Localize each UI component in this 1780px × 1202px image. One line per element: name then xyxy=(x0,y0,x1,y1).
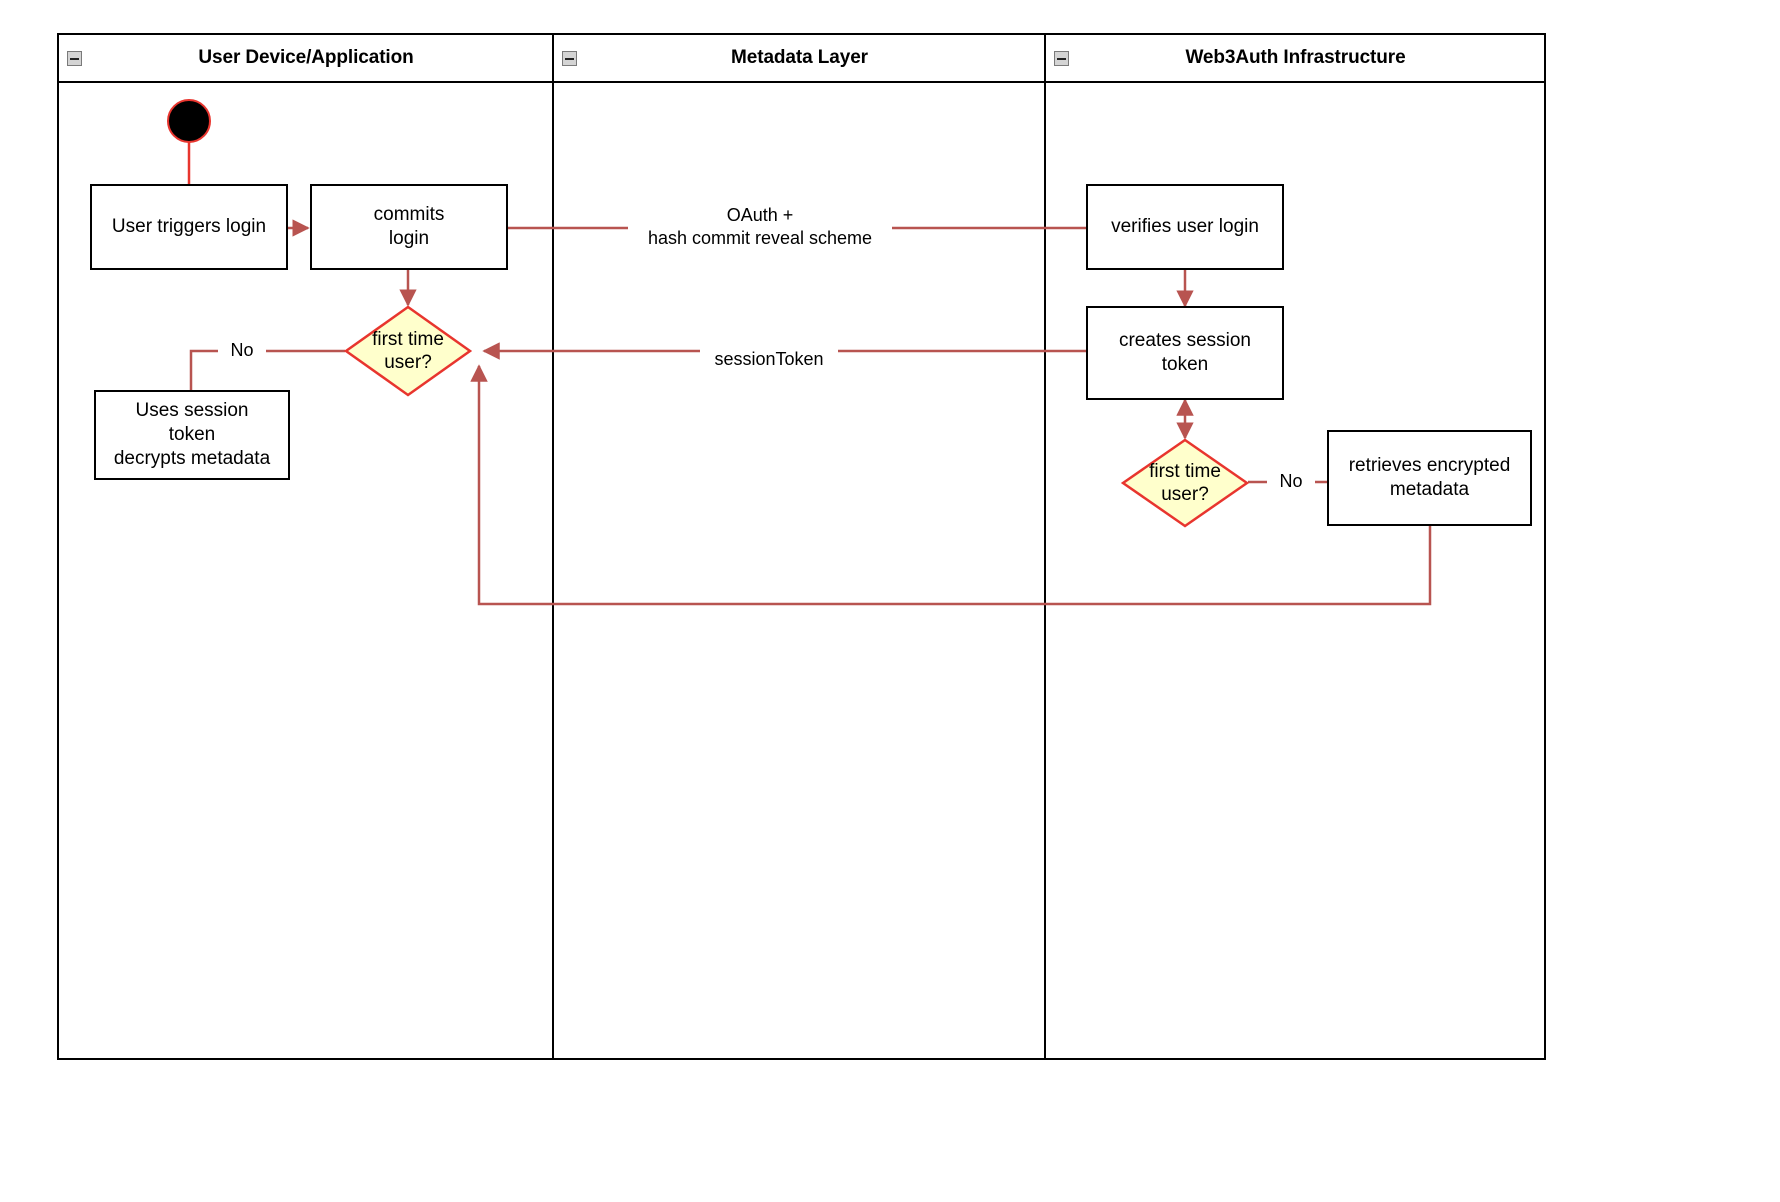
minus-box-icon[interactable] xyxy=(562,50,577,66)
decision-first-time-user-right[interactable]: first time user? xyxy=(1121,438,1249,528)
start-node[interactable] xyxy=(167,99,211,143)
activity-creates-session-token[interactable]: creates session token xyxy=(1086,306,1284,400)
lane-web3auth: Web3Auth Infrastructure xyxy=(1044,35,1544,1058)
lane-title-metadata-layer: Metadata Layer xyxy=(731,47,868,68)
activity-user-triggers-login[interactable]: User triggers login xyxy=(90,184,288,270)
lane-metadata-layer: Metadata Layer xyxy=(552,35,1044,1058)
edge-label-oauth: OAuth + hash commit reveal scheme xyxy=(628,204,892,249)
edge-label-no-right: No xyxy=(1267,470,1315,493)
activity-label: Uses session token decrypts metadata xyxy=(113,400,271,469)
edge-retrieves-metadata-return-to-first-time-user-left xyxy=(470,364,1432,606)
lane-user-device: User Device/Application xyxy=(59,35,552,1058)
activity-verifies-user-login[interactable]: verifies user login xyxy=(1086,184,1284,270)
activity-label: User triggers login xyxy=(111,216,267,238)
lane-title-web3auth: Web3Auth Infrastructure xyxy=(1185,47,1406,68)
edge-label-no-left: No xyxy=(218,339,266,362)
lane-header-web3auth: Web3Auth Infrastructure xyxy=(1046,35,1544,83)
activity-label: verifies user login xyxy=(1111,216,1259,238)
activity-retrieves-encrypted-metadata[interactable]: retrieves encrypted metadata xyxy=(1327,430,1532,526)
minus-box-icon[interactable] xyxy=(1054,50,1069,66)
edge-label-session-token: sessionToken xyxy=(700,348,838,371)
activity-commits-login[interactable]: commits login xyxy=(310,184,508,270)
diamond-shape xyxy=(1121,438,1249,528)
activity-label: creates session token xyxy=(1118,330,1251,375)
decision-label: first time user? xyxy=(1149,460,1221,505)
lane-header-user-device: User Device/Application xyxy=(59,35,552,83)
diamond-shape xyxy=(344,305,472,397)
decision-first-time-user-left[interactable]: first time user? xyxy=(344,305,472,397)
activity-label: retrieves encrypted metadata xyxy=(1348,455,1511,500)
activity-uses-session-token[interactable]: Uses session token decrypts metadata xyxy=(94,390,290,480)
edge-first-time-user-left-no-to-uses-session-token xyxy=(189,349,345,390)
lane-title-user-device: User Device/Application xyxy=(198,47,414,68)
minus-box-icon[interactable] xyxy=(67,50,82,66)
decision-label: first time user? xyxy=(372,328,444,373)
lane-header-metadata-layer: Metadata Layer xyxy=(554,35,1044,83)
activity-label: commits login xyxy=(373,204,445,249)
